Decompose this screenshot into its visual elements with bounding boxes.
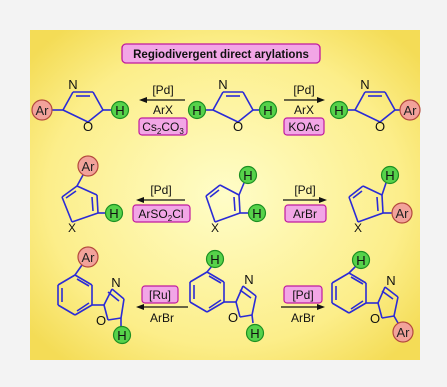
ar-circle — [399, 99, 421, 121]
row2-left-arrow: [Pd] ArSO2Cl — [132, 183, 191, 223]
ar-label: Ar — [404, 103, 418, 118]
row1-right-box: KOAc — [288, 120, 319, 134]
o-label: O — [370, 311, 380, 326]
row3-left-product — [57, 264, 125, 326]
ar-circle — [392, 321, 414, 343]
row1-left-labels: Ar N O H — [31, 77, 130, 134]
row3-right-bottom: ArBr — [291, 311, 315, 325]
h-circle — [258, 100, 278, 120]
h-circle — [380, 165, 400, 185]
title-badge: Regiodivergent direct arylations — [121, 43, 321, 64]
row1-center-labels: H N O H — [187, 77, 278, 134]
row1-left-box: Cs2CO3 — [142, 120, 184, 136]
row3-right-product — [331, 265, 399, 324]
row3-right-labels: H N O Ar — [351, 250, 414, 343]
n-label: N — [244, 272, 253, 287]
h-circle — [351, 250, 371, 270]
h-circle — [187, 100, 207, 120]
row3-left-box: [Ru] — [149, 288, 171, 302]
h-circle — [205, 249, 225, 269]
o-label: O — [228, 310, 238, 325]
h-circle — [112, 325, 132, 345]
row3-left-labels: Ar N O H — [77, 246, 132, 345]
row2-left-box: ArSO2Cl — [138, 207, 183, 223]
ar-label: Ar — [397, 325, 411, 340]
ar-label: Ar — [82, 250, 96, 265]
h-label: H — [385, 168, 394, 183]
ar-label: Ar — [82, 159, 96, 174]
row2-left-product — [61, 174, 105, 223]
h-label: H — [210, 252, 219, 267]
row1-right-labels: H N O Ar — [329, 77, 421, 134]
ar-label: Ar — [36, 103, 50, 118]
n-label: N — [386, 273, 395, 288]
row2-right-product — [348, 182, 392, 223]
ar-circle — [391, 202, 413, 224]
o-label: O — [375, 119, 385, 134]
h-label: H — [115, 103, 124, 118]
n-label: N — [360, 77, 369, 92]
row2-right-labels: H X Ar — [354, 165, 413, 235]
row1-right-top: [Pd] — [293, 83, 314, 97]
h-label: H — [334, 103, 343, 118]
h-label: H — [243, 168, 252, 183]
h-circle — [104, 203, 124, 223]
ar-label: Ar — [396, 206, 410, 221]
row2-center-labels: H X H — [211, 165, 267, 235]
h-circle — [245, 323, 265, 343]
h-label: H — [192, 103, 201, 118]
h-circle — [329, 100, 349, 120]
ar-circle — [31, 99, 53, 121]
h-label: H — [117, 328, 126, 343]
o-label: O — [233, 119, 243, 134]
row3-left-arrow: [Ru] ArBr — [136, 285, 188, 325]
row1-left-arrow: [Pd] ArX Cs2CO3 — [138, 83, 188, 136]
x-label: X — [354, 221, 362, 235]
ar-circle — [77, 155, 99, 177]
row3-right-arrow: [Pd] ArBr — [281, 285, 325, 325]
row2-center-heterocycle — [205, 182, 249, 223]
row3-center-labels: H N O H — [205, 249, 265, 343]
x-label: X — [68, 221, 76, 235]
row2-right-box: ArBr — [293, 207, 317, 221]
h-label: H — [250, 326, 259, 341]
row1-left-top: [Pd] — [152, 83, 173, 97]
title-text: Regiodivergent direct arylations — [133, 49, 309, 61]
h-label: H — [263, 103, 272, 118]
h-label: H — [252, 206, 261, 221]
row2-right-arrow: [Pd] ArBr — [283, 183, 327, 223]
x-label: X — [211, 221, 219, 235]
o-label: O — [83, 119, 93, 134]
n-label: N — [111, 275, 120, 290]
ar-circle — [77, 246, 99, 268]
h-label: H — [109, 206, 118, 221]
row3-right-box: [Pd] — [292, 288, 313, 302]
n-label: N — [68, 77, 77, 92]
row2-left-labels: Ar X H — [68, 155, 124, 235]
n-label: N — [218, 77, 227, 92]
row1-left-product — [50, 91, 112, 123]
row2-right-top: [Pd] — [294, 183, 315, 197]
h-circle — [110, 100, 130, 120]
h-circle — [238, 165, 258, 185]
row3-left-bottom: ArBr — [150, 311, 174, 325]
row2-left-top: [Pd] — [150, 183, 171, 197]
h-label: H — [356, 253, 365, 268]
row1-left-bottom: ArX — [153, 103, 173, 117]
row1-right-arrow: [Pd] ArX KOAc — [283, 83, 325, 136]
h-circle — [247, 203, 267, 223]
row1-right-bottom: ArX — [294, 103, 314, 117]
o-label: O — [96, 313, 106, 328]
